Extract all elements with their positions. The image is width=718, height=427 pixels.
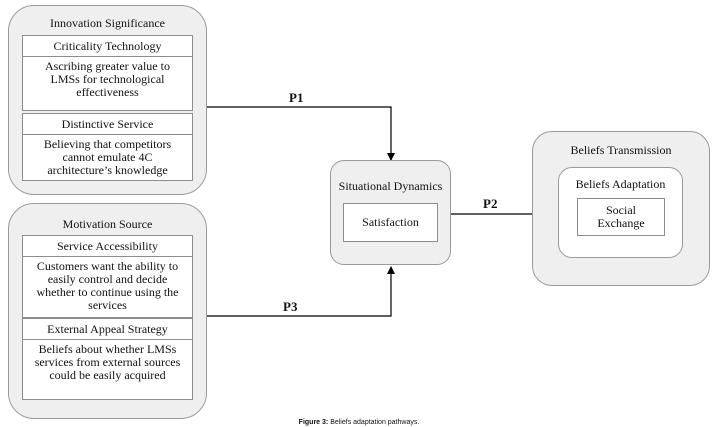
external-appeal-heading: External Appeal Strategy	[23, 319, 192, 340]
service-accessibility-text: Customers want the ability to easily con…	[36, 259, 179, 312]
arrow-p1	[207, 106, 395, 161]
criticality-technology-card: Criticality Technology Ascribing greater…	[22, 35, 193, 111]
service-accessibility-heading: Service Accessibility	[23, 236, 192, 257]
situational-dynamics-group: Situational Dynamics Satisfaction	[330, 160, 451, 265]
distinctive-service-card: Distinctive Service Believing that compe…	[22, 113, 193, 181]
beliefs-transmission-title: Beliefs Transmission	[570, 143, 672, 157]
external-appeal-text: Beliefs about whether LMSs services from…	[34, 342, 181, 382]
caption-text: Beliefs adaptation pathways.	[330, 419, 420, 426]
beliefs-adaptation-group: Beliefs Adaptation Social Exchange	[558, 167, 683, 258]
motivation-source-title: Motivation Source	[62, 217, 153, 231]
path-label-p1: P1	[289, 90, 304, 105]
arrow-p3	[207, 266, 395, 317]
external-appeal-card: External Appeal Strategy Beliefs about w…	[22, 318, 193, 400]
satisfaction-box: Satisfaction	[343, 203, 438, 242]
path-label-p2: P2	[483, 196, 498, 211]
criticality-technology-heading: Criticality Technology	[23, 36, 192, 57]
path-label-p3: P3	[283, 299, 298, 314]
criticality-technology-text: Ascribing greater value to LMSs for tech…	[45, 59, 170, 99]
beliefs-transmission-group: Beliefs Transmission Beliefs Adaptation …	[532, 131, 710, 286]
motivation-source-group: Motivation Source Service Accessibility …	[8, 203, 207, 419]
distinctive-service-heading: Distinctive Service	[23, 114, 192, 135]
figure-caption: Figure 3: Beliefs adaptation pathways.	[0, 419, 718, 427]
beliefs-adaptation-title: Beliefs Adaptation	[575, 177, 666, 191]
distinctive-service-text: Believing that competitors cannot emulat…	[43, 137, 172, 177]
situational-dynamics-title: Situational Dynamics	[338, 179, 443, 193]
social-exchange-box: Social Exchange	[577, 198, 665, 236]
caption-label: Figure 3:	[298, 419, 329, 426]
service-accessibility-card: Service Accessibility Customers want the…	[22, 235, 193, 318]
innovation-significance-title: Innovation Significance	[50, 16, 165, 30]
innovation-significance-group: Innovation Significance Criticality Tech…	[8, 5, 207, 195]
